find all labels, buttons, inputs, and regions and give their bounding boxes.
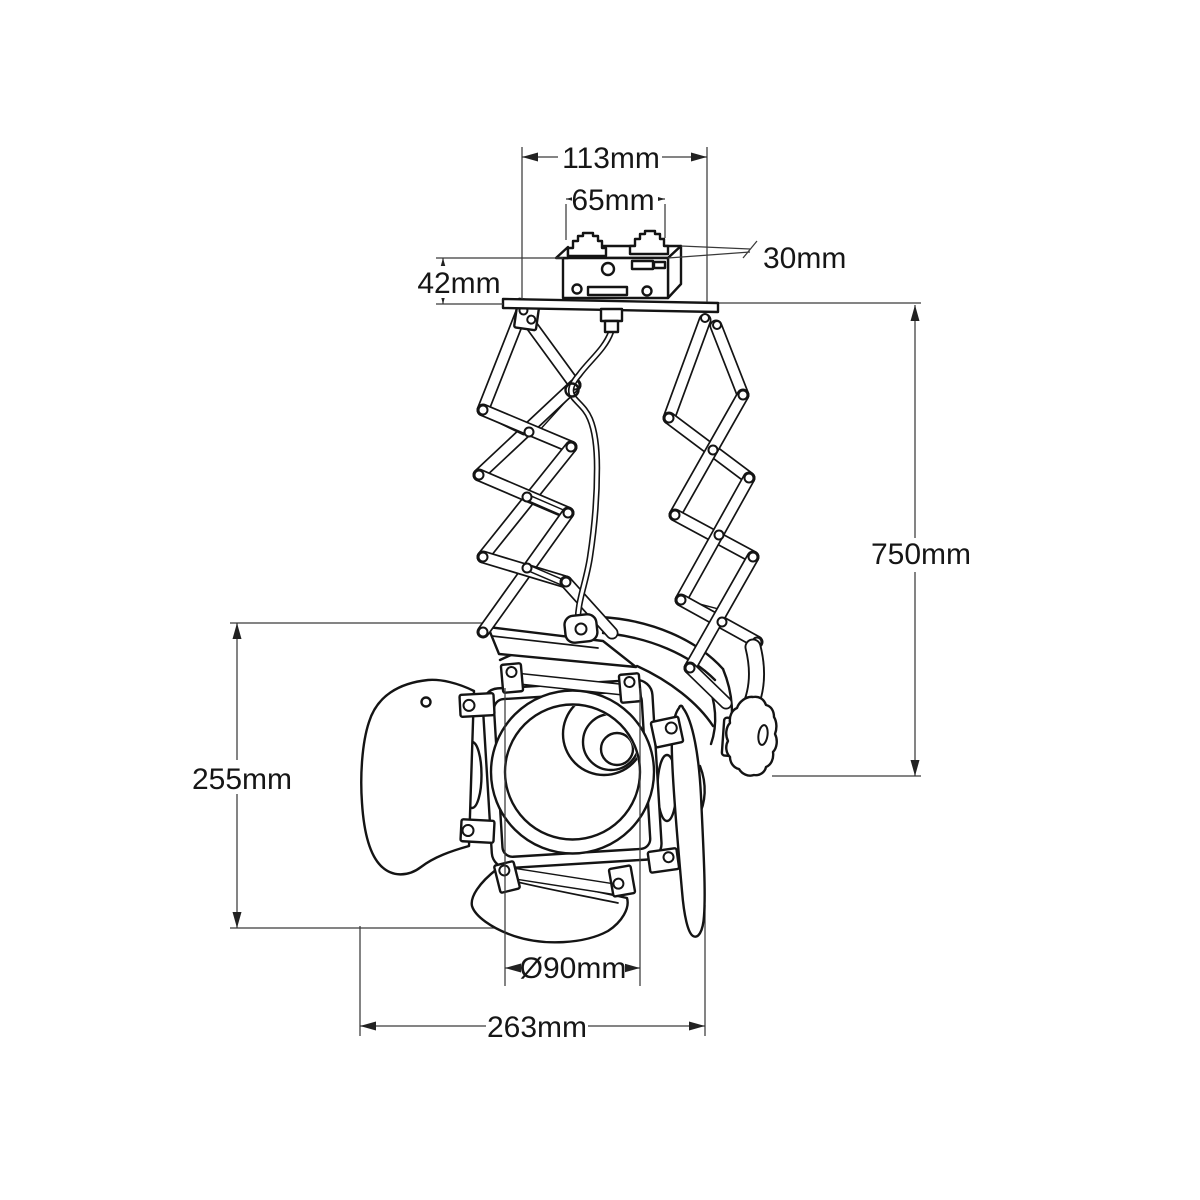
cable-anchor-hole (574, 622, 588, 636)
hinge-bar-bottom (511, 868, 619, 895)
adapter-hole-center (600, 261, 616, 277)
dimension-clip-span: 65mm (565, 184, 666, 240)
dimension-track-width: 113mm (521, 142, 708, 302)
track-clip-left (566, 231, 608, 258)
adjustment-knob (725, 695, 778, 777)
dimension-head-width: 263mm (359, 905, 706, 1044)
cable-gland-upper (599, 307, 624, 323)
dim-label-42mm: 42mm (417, 267, 500, 300)
yoke-and-knob (720, 638, 778, 777)
dim-label-113mm: 113mm (562, 142, 660, 175)
cable-knot (564, 382, 580, 398)
dimension-adapter-height: 42mm (417, 257, 563, 305)
power-cable (564, 328, 615, 635)
dimension-drop-height: 750mm (719, 302, 971, 777)
bulb-reflection-inner (599, 731, 635, 767)
hinge-bar-top (516, 673, 632, 696)
dim-label-255mm: 255mm (192, 763, 292, 796)
scissor-arm-right (662, 313, 764, 710)
knob-slot (757, 724, 769, 746)
dim-label-750mm: 750mm (871, 538, 971, 571)
track-clip-right (628, 229, 670, 256)
dim-label-65mm: 65mm (571, 184, 654, 217)
barn-door-right (670, 704, 706, 938)
scissor-arm-left (472, 297, 619, 640)
dim-label-90mm: Ø90mm (520, 952, 627, 985)
dimension-adapter-depth: 30mm (667, 240, 846, 275)
adapter-hole-right (641, 285, 653, 297)
mounting-plate (501, 297, 720, 334)
frame-clips (458, 662, 685, 898)
adapter-hole-left (571, 283, 583, 295)
fresnel-lens (489, 689, 656, 855)
bulb-reflection-outer (561, 706, 639, 777)
adapter-slot (586, 285, 629, 297)
barn-door-left (360, 678, 476, 876)
cable-gland-lower (603, 319, 620, 334)
dim-label-263mm: 263mm (487, 1011, 587, 1044)
dim-label-30mm: 30mm (763, 242, 846, 275)
barn-door-hole (420, 696, 432, 708)
track-adapter (554, 229, 683, 300)
dimension-head-height: 255mm (192, 622, 556, 929)
dimension-lens-diameter: Ø90mm (504, 688, 641, 986)
